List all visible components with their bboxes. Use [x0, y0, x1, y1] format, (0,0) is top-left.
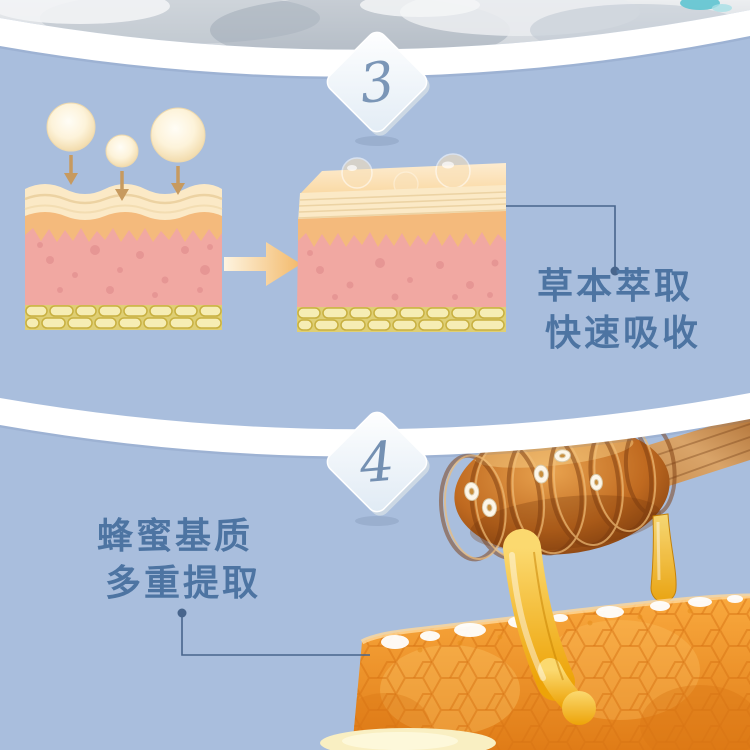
skin-absorption-illustration — [24, 102, 620, 332]
step-badge-3: 3 — [326, 31, 430, 146]
skin-after-diagram — [297, 153, 507, 332]
caption-step-3-line1: 草本萃取 — [537, 266, 694, 307]
callout-line-step-4 — [177, 608, 370, 656]
step-number-4: 4 — [356, 430, 397, 496]
honey-photo-illustration — [177, 414, 750, 750]
skin-before-diagram — [24, 184, 223, 330]
absorb-arrow-icon — [69, 155, 180, 190]
step-number-3: 3 — [356, 49, 398, 116]
oat-rings — [464, 449, 603, 518]
teal-fabric-accent — [680, 0, 720, 10]
callout-line-step-3 — [506, 205, 620, 276]
essence-bubbles — [46, 102, 206, 201]
arrow-right-icon — [224, 242, 301, 286]
caption-step-3: 草本萃取 快速吸收 — [537, 263, 701, 357]
honey-dipper-head — [439, 417, 677, 562]
divider-band — [0, 10, 750, 77]
step-badge-4: 4 — [326, 411, 430, 526]
caption-step-4-line2: 多重提取 — [105, 563, 262, 604]
section-divider-3: 3 — [0, 0, 750, 146]
section-divider-4: 4 — [0, 393, 750, 526]
wax-caps — [381, 595, 743, 649]
honey-stream — [503, 529, 596, 725]
caption-step-3-line2: 快速吸收 — [545, 313, 702, 354]
honey-puddle — [320, 728, 496, 750]
divider-band — [0, 393, 750, 457]
caption-step-4: 蜂蜜基质 多重提取 — [97, 513, 261, 607]
caption-step-4-line1: 蜂蜜基质 — [97, 516, 254, 557]
